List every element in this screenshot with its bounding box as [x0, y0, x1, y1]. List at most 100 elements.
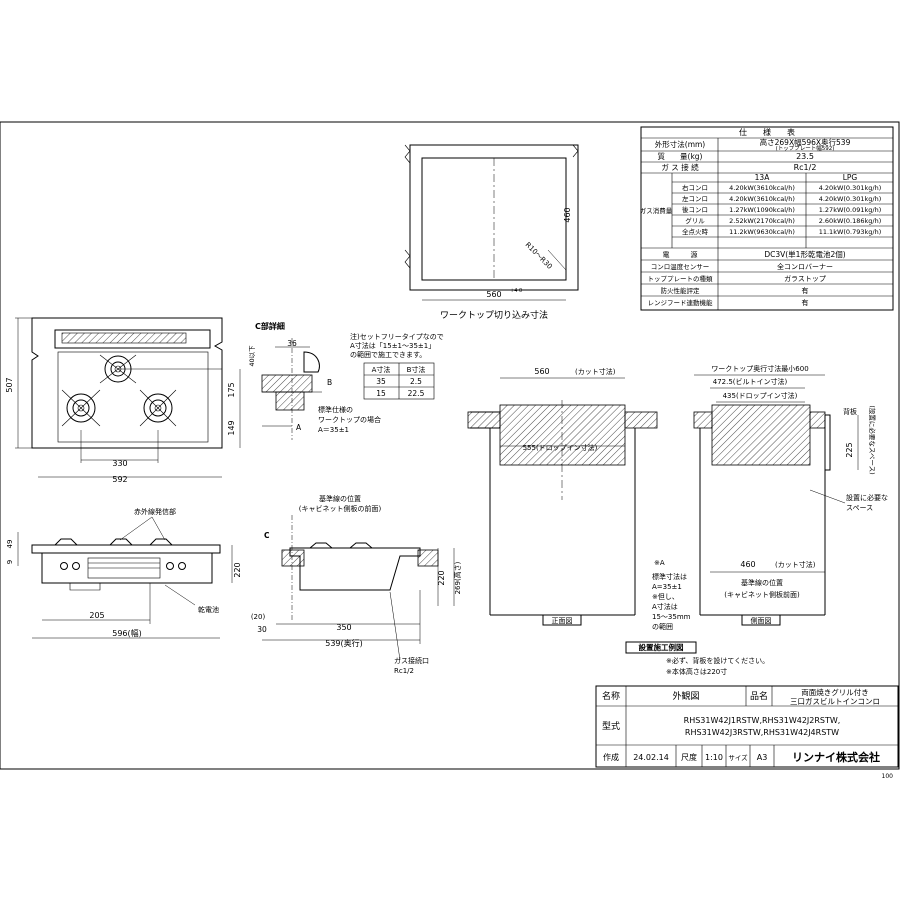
ab-head-b: B寸法 — [407, 365, 426, 374]
gas-row-v13a: 2.52kW(2170kcal/h) — [729, 217, 795, 225]
top-dim-592: 592 — [112, 475, 127, 484]
inst-front-caption: 正面図 — [552, 617, 573, 625]
gas-row-vlpg: 11.1kW(0.793kg/h) — [819, 228, 882, 236]
gas-row-label: 後コンロ — [682, 205, 708, 214]
tb-size-value: A3 — [757, 753, 768, 762]
inst-side-depth: ワークトップ奥行寸法最小600 — [711, 364, 808, 373]
gas-row-v13a: 11.2kW(9630kcal/h) — [729, 228, 795, 236]
ab-cell: 35 — [376, 377, 386, 386]
install-note1: ※必ず、背板を設けてください。 — [666, 656, 769, 665]
detail-c-36: 36 — [287, 339, 297, 348]
spec-row-label: 外形寸法(mm) — [655, 139, 706, 149]
detail-c-note2: A寸法は「15±1〜35±1」 — [350, 341, 435, 350]
inst-side-a3: ※但し、 — [652, 592, 679, 601]
tb-name-value: 外観図 — [672, 690, 699, 702]
title-block: 名称 外観図 品名 両面焼きグリル付き 三口ガスビルトインコンロ 型式 RHS3… — [595, 685, 899, 780]
spec-row-value: 23.5 — [796, 152, 814, 161]
inst-side-note-a: ※A — [654, 559, 665, 567]
spec-row-value: 高さ269X幅596X奥行539 — [760, 137, 851, 147]
ab-cell: 15 — [376, 389, 386, 398]
inst-side-460: 460 — [740, 560, 755, 569]
detail-c-b: B — [327, 378, 332, 387]
tb-made-label: 作成 — [603, 752, 619, 762]
inst-front-cut: (カット寸法) — [575, 367, 616, 376]
detail-c-std1: 標準仕様の — [318, 405, 353, 414]
ab-cell: 22.5 — [408, 389, 425, 398]
inst-side-a2: A=35±1 — [652, 583, 682, 591]
tb-name-label: 名称 — [602, 690, 620, 702]
cutout-title: ワークトップ切り込み寸法 — [440, 309, 548, 321]
detail-c-note3: の範囲で施工できます。 — [350, 350, 426, 359]
tb-product-1: 両面焼きグリル付き — [801, 687, 869, 697]
spec-table: 仕 様 表 外形寸法(mm) 高さ269X幅596X奥行539 (トッププレート… — [640, 126, 894, 311]
spec-row-sub: (トッププレート幅592) — [776, 144, 835, 152]
inst-side-caption: 側面図 — [751, 616, 772, 625]
front-dim-9: 9 — [6, 560, 14, 564]
install-note2: ※本体高さは220寸 — [666, 667, 727, 676]
spec-row-label: ガ ス 接 続 — [661, 162, 699, 172]
gas-row-v13a: 4.20kW(3610kcal/h) — [729, 195, 795, 203]
inst-side-a6: の範囲 — [652, 622, 673, 631]
front-dim-49: 49 — [6, 540, 14, 549]
cutout-width: 560 — [486, 290, 501, 299]
inst-side-dropin: 435(ドロップイン寸法) — [723, 391, 798, 400]
spec-row-label: 質 量(kg) — [658, 151, 703, 161]
spec-row-label: 防火性能評定 — [661, 286, 701, 295]
inst-side-note2: スペース — [846, 504, 873, 512]
cutout-radius: R10〜R30 — [524, 241, 554, 271]
gas-row-vlpg: 4.20kW(0.301kg/h) — [819, 195, 882, 203]
ab-head-a: A寸法 — [372, 365, 391, 374]
detail-c-note1: 注)セットフリータイプなので — [350, 332, 444, 341]
spec-row-label: 電 源 — [663, 250, 698, 259]
side-ref2: (キャビネット側板の前面) — [299, 504, 382, 513]
gas-row-vlpg: 1.27kW(0.091kg/h) — [819, 206, 882, 214]
inst-front-560: 560 — [534, 367, 549, 376]
tb-product-2: 三口ガスビルトインコンロ — [790, 696, 880, 706]
tb-scale-value: 1:10 — [705, 753, 723, 762]
spec-title: 仕 様 表 — [739, 127, 795, 137]
top-dim-149: 149 — [227, 420, 236, 435]
inst-side-cut: (カット寸法) — [775, 560, 816, 569]
inst-side-a4: A寸法は — [652, 602, 678, 611]
gas-header-13a: 13A — [755, 173, 771, 182]
tb-made-date: 24.02.14 — [633, 753, 669, 762]
gas-header-lpg: LPG — [843, 173, 858, 182]
inst-side-space: (設置に必要なスペース) — [868, 405, 877, 474]
cutout-width-tol: +4 0 — [510, 288, 522, 294]
install-side-view: ワークトップ奥行寸法最小600 472.5(ビルトイン寸法) 435(ドロップイ… — [652, 364, 888, 631]
top-dim-330: 330 — [112, 459, 127, 468]
tb-model-2: RHS31W42J3RSTW,RHS31W42J4RSTW — [685, 728, 839, 737]
spec-row-value: 有 — [802, 286, 809, 295]
spec-row-value: DC3V(単1形乾電池2個) — [764, 249, 845, 259]
side-gas2: Rc1/2 — [394, 667, 414, 675]
side-dim-269: 269(高さ) — [453, 561, 462, 594]
front-dim-205: 205 — [89, 611, 104, 620]
tb-company: リンナイ株式会社 — [792, 750, 880, 764]
install-example: 設置施工例図 ※必ず、背板を設けてください。 ※本体高さは220寸 — [625, 641, 769, 676]
side-view: 基準線の位置 (キャビネット側板の前面) C (20) 30 350 539(奥… — [251, 494, 462, 675]
side-dim-20: (20) — [251, 613, 266, 621]
install-front-view: 560 (カット寸法) 555(ドロップイン寸法) 正面図 — [467, 367, 658, 626]
tb-size-label: サイズ — [728, 753, 748, 762]
detail-c: C部詳細 36 40以下 B A 標準仕様の ワークトップの場合 A＝35±1 … — [248, 321, 444, 440]
detail-c-40: 40以下 — [248, 345, 256, 367]
spec-row-value: ガラストップ — [784, 274, 826, 283]
gas-group-label: ガス消費量 — [640, 206, 673, 215]
cutout-depth: 460 — [563, 207, 572, 222]
gas-row-v13a: 4.20kW(3610kcal/h) — [729, 184, 795, 192]
front-dim-220: 220 — [233, 562, 242, 577]
sheet-frame — [0, 121, 900, 770]
side-c: C — [264, 531, 270, 540]
top-dim-175: 175 — [227, 382, 236, 397]
side-dim-350: 350 — [336, 623, 351, 632]
tb-scale-label: 尺度 — [681, 752, 697, 762]
top-view: 507 175 149 330 592 — [5, 317, 241, 484]
inst-side-ref2: (キャビネット側板前面) — [724, 590, 800, 599]
detail-c-std2: ワークトップの場合 — [318, 415, 381, 424]
inst-front-dropin: 555(ドロップイン寸法) — [523, 443, 598, 452]
side-dim-30: 30 — [257, 625, 267, 634]
tb-product-label: 品名 — [750, 690, 768, 702]
